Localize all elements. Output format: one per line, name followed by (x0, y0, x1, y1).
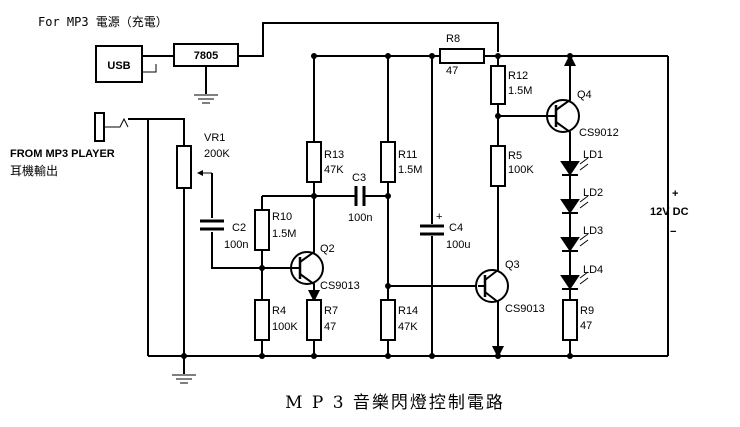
q3-name: Q3 (505, 259, 520, 271)
vr1-value: 200K (204, 148, 230, 160)
r12-value: 1.5M (508, 85, 532, 97)
r8-resistor (439, 48, 485, 64)
q2-name: Q2 (320, 243, 335, 255)
c4-value: 100u (446, 239, 470, 251)
c2-capacitor (200, 219, 224, 231)
q4-name: Q4 (577, 89, 592, 101)
q4-value: CS9012 (579, 127, 619, 139)
c2-name: C2 (232, 222, 246, 234)
r10-value: 1.5M (272, 228, 296, 240)
r13-value: 47K (324, 164, 344, 176)
r7-name: R7 (324, 305, 338, 317)
c3-value: 100n (348, 212, 372, 224)
r4-value: 100K (272, 321, 298, 333)
r11-value: 1.5M (398, 164, 422, 176)
regulator-7805: 7805 (173, 43, 239, 67)
r12-resistor (490, 65, 506, 105)
supply-to-r8-wire (238, 22, 499, 57)
r4-name: R4 (272, 305, 286, 317)
r5-value: 100K (508, 164, 534, 176)
r5-resistor (490, 145, 506, 187)
r13-resistor (306, 141, 322, 183)
audio-jack-icon (94, 112, 129, 142)
r4-resistor (254, 299, 270, 341)
led-ld2-icon (560, 195, 589, 214)
ld3-name: LD3 (583, 225, 603, 237)
c3-capacitor (354, 186, 366, 206)
ld4-name: LD4 (583, 264, 603, 276)
r7-value: 47 (324, 321, 336, 333)
regulator-label: 7805 (194, 50, 218, 62)
input-label-zh: 耳機輸出 (10, 163, 58, 178)
r9-resistor (562, 299, 578, 341)
r5-name: R5 (508, 150, 522, 162)
r8-value: 47 (446, 65, 458, 77)
q3-transistor (475, 269, 509, 358)
usb-label: USB (107, 60, 130, 72)
r14-resistor (380, 299, 396, 341)
r8-name: R8 (446, 33, 460, 45)
vr1-resistor (176, 145, 192, 189)
r9-name: R9 (580, 305, 594, 317)
ground-symbol-top (194, 94, 218, 104)
led-ld4-icon (560, 271, 589, 290)
led-ld1-icon (560, 157, 589, 176)
r14-value: 47K (398, 321, 418, 333)
r13-name: R13 (324, 149, 344, 161)
r11-name: R11 (398, 149, 417, 161)
r10-resistor (254, 209, 270, 251)
r9-value: 47 (580, 320, 592, 332)
supply-label: 12V DC (650, 206, 689, 218)
c4-name: C4 (449, 222, 463, 234)
ld2-name: LD2 (583, 187, 603, 199)
r11-resistor (380, 141, 396, 183)
supply-minus: − (670, 226, 676, 238)
c3-name: C3 (352, 172, 366, 184)
q2-value: CS9013 (320, 280, 360, 292)
r12-name: R12 (508, 70, 528, 82)
supply-plus: + (672, 188, 678, 200)
diagram-title: M P 3 音樂閃燈控制電路 (285, 393, 505, 413)
input-label: FROM MP3 PLAYER (10, 148, 115, 160)
c2-value: 100n (224, 239, 248, 251)
ground-symbol-bottom (172, 374, 196, 384)
q2-transistor (290, 240, 324, 302)
q4-transistor (546, 54, 580, 162)
r10-name: R10 (272, 211, 292, 223)
input-wire (128, 118, 185, 146)
ld1-name: LD1 (583, 149, 603, 161)
q3-value: CS9013 (505, 303, 545, 315)
c4-polarity: + (436, 211, 442, 223)
vr1-name: VR1 (204, 132, 225, 144)
junction-dots (181, 53, 573, 359)
usb-block: USB (95, 45, 143, 83)
r14-name: R14 (398, 305, 418, 317)
r7-resistor (306, 299, 322, 341)
header-note: For MP3 電源（充電） (38, 14, 168, 29)
